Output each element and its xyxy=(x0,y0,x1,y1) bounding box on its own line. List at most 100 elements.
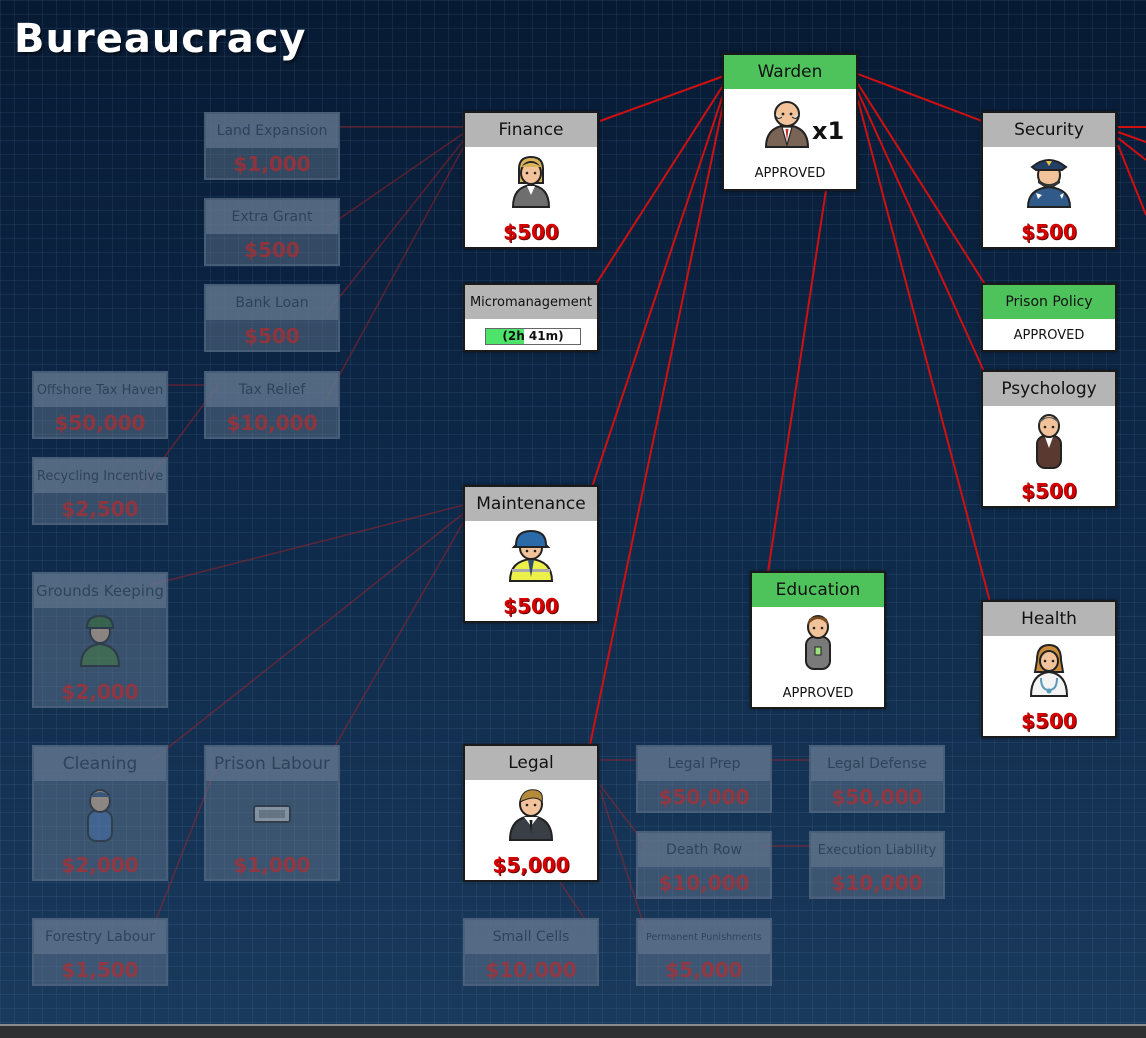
node-title: Maintenance xyxy=(465,487,597,521)
node-status: APPROVED xyxy=(782,686,854,701)
node-title: Grounds Keeping xyxy=(34,574,166,608)
node-price: $500 xyxy=(244,324,300,348)
node-title: Land Expansion xyxy=(206,114,338,148)
node-security[interactable]: Security $500 xyxy=(981,111,1117,249)
node-death-row[interactable]: Death Row $10,000 xyxy=(636,831,772,899)
node-title: Warden xyxy=(724,55,856,89)
node-title: Offshore Tax Haven xyxy=(34,373,166,407)
node-title: Death Row xyxy=(638,833,770,867)
progress-fill xyxy=(486,329,524,344)
node-legal-prep[interactable]: Legal Prep $50,000 xyxy=(636,745,772,813)
node-recycling-incentive[interactable]: Recycling Incentive $2,500 xyxy=(32,457,168,525)
link-finance-bank-loan xyxy=(325,139,465,315)
link-warden-maintenance xyxy=(591,91,725,488)
node-price: $500 xyxy=(1021,220,1077,244)
node-health[interactable]: Health $500 xyxy=(981,600,1117,738)
node-prison-policy[interactable]: Prison Policy APPROVED xyxy=(981,283,1117,352)
node-title: Security xyxy=(983,113,1115,147)
node-price: $2,500 xyxy=(61,497,139,521)
link-legal-permanent xyxy=(599,789,647,933)
node-price: $50,000 xyxy=(658,785,750,809)
link-warden-finance xyxy=(599,75,725,122)
node-cleaning[interactable]: Cleaning $2,000 xyxy=(32,745,168,881)
node-title: Forestry Labour xyxy=(34,920,166,954)
node-prison-labour[interactable]: Prison Labour $1,000 xyxy=(204,745,340,881)
link-warden-micromanagement xyxy=(595,83,725,285)
node-legal-defense[interactable]: Legal Defense $50,000 xyxy=(809,745,945,813)
link-warden-psychology xyxy=(857,91,987,377)
node-title: Permanent Punishments xyxy=(638,920,770,954)
warden-portrait-icon xyxy=(764,101,810,148)
license-plate-icon xyxy=(253,805,291,823)
node-title: Execution Liability xyxy=(811,833,943,867)
node-title: Finance xyxy=(465,113,597,147)
node-extra-grant[interactable]: Extra Grant $500 xyxy=(204,198,340,266)
page-title: Bureaucracy xyxy=(14,16,307,62)
accountant-portrait-icon xyxy=(511,155,551,208)
doctor-portrait-icon xyxy=(1029,643,1069,697)
node-psychology[interactable]: Psychology $500 xyxy=(981,370,1117,508)
node-price: $2,000 xyxy=(61,680,139,704)
node-tax-relief[interactable]: Tax Relief $10,000 xyxy=(204,371,340,439)
node-price: $50,000 xyxy=(831,785,923,809)
link-warden-health xyxy=(857,99,991,603)
node-title: Small Cells xyxy=(465,920,597,954)
node-price: $10,000 xyxy=(658,871,750,895)
node-title: Bank Loan xyxy=(206,286,338,320)
link-prison-labour-forestry xyxy=(151,761,219,931)
psychologist-portrait-icon xyxy=(1036,414,1062,469)
node-forestry-labour[interactable]: Forestry Labour $1,500 xyxy=(32,918,168,986)
node-bank-loan[interactable]: Bank Loan $500 xyxy=(204,284,340,352)
node-legal[interactable]: Legal $5,000 xyxy=(463,744,599,882)
gardener-portrait-icon xyxy=(79,614,121,667)
node-maintenance[interactable]: Maintenance $500 xyxy=(463,485,599,623)
node-education[interactable]: Education APPROVED xyxy=(750,571,886,709)
node-price: $500 xyxy=(503,594,559,618)
node-price: $5,000 xyxy=(492,853,570,877)
link-warden-security xyxy=(857,73,983,122)
maintenance-worker-portrait-icon xyxy=(508,529,554,582)
node-title: Tax Relief xyxy=(206,373,338,407)
link-security-offscreen-2 xyxy=(1117,131,1146,143)
node-price: $500 xyxy=(503,220,559,244)
node-price: $1,000 xyxy=(233,853,311,877)
node-price: $1,500 xyxy=(61,958,139,982)
node-land-expansion[interactable]: Land Expansion $1,000 xyxy=(204,112,340,180)
warden-count: x1 xyxy=(812,117,845,145)
node-price: $10,000 xyxy=(485,958,577,982)
node-price: $500 xyxy=(244,238,300,262)
node-offshore-tax-haven[interactable]: Offshore Tax Haven $50,000 xyxy=(32,371,168,439)
node-title: Extra Grant xyxy=(206,200,338,234)
node-title: Cleaning xyxy=(34,747,166,781)
link-security-offscreen-3 xyxy=(1117,137,1146,161)
security-chief-portrait-icon xyxy=(1026,159,1072,208)
link-warden-legal xyxy=(589,99,725,746)
link-warden-prison-policy xyxy=(857,83,987,287)
node-price: $5,000 xyxy=(665,958,743,982)
node-grounds-keeping[interactable]: Grounds Keeping $2,000 xyxy=(32,572,168,708)
teacher-portrait-icon xyxy=(805,615,831,670)
janitor-portrait-icon xyxy=(87,789,113,842)
node-price: $10,000 xyxy=(831,871,923,895)
node-title: Legal xyxy=(465,746,597,780)
node-status: APPROVED xyxy=(1013,328,1085,343)
node-title: Micromanagement xyxy=(465,285,597,319)
node-micromanagement[interactable]: Micromanagement (2h 41m) xyxy=(463,283,599,352)
link-maintenance-cleaning xyxy=(149,512,465,763)
node-price: $10,000 xyxy=(226,411,318,435)
node-finance[interactable]: Finance $500 xyxy=(463,111,599,249)
node-title: Prison Policy xyxy=(983,285,1115,319)
node-title: Prison Labour xyxy=(206,747,338,781)
node-title: Legal Defense xyxy=(811,747,943,781)
link-security-offscreen-4 xyxy=(1117,144,1146,216)
link-warden-education xyxy=(767,189,827,573)
link-maintenance-grounds xyxy=(149,504,465,586)
link-legal-small-cells xyxy=(559,881,585,919)
link-finance-extra-grant xyxy=(325,132,465,229)
node-execution-liability[interactable]: Execution Liability $10,000 xyxy=(809,831,945,899)
node-small-cells[interactable]: Small Cells $10,000 xyxy=(463,918,599,986)
node-warden[interactable]: Warden x1 APPROVED xyxy=(722,53,858,191)
node-permanent-punishments[interactable]: Permanent Punishments $5,000 xyxy=(636,918,772,986)
link-maintenance-prison-labour xyxy=(325,520,465,763)
